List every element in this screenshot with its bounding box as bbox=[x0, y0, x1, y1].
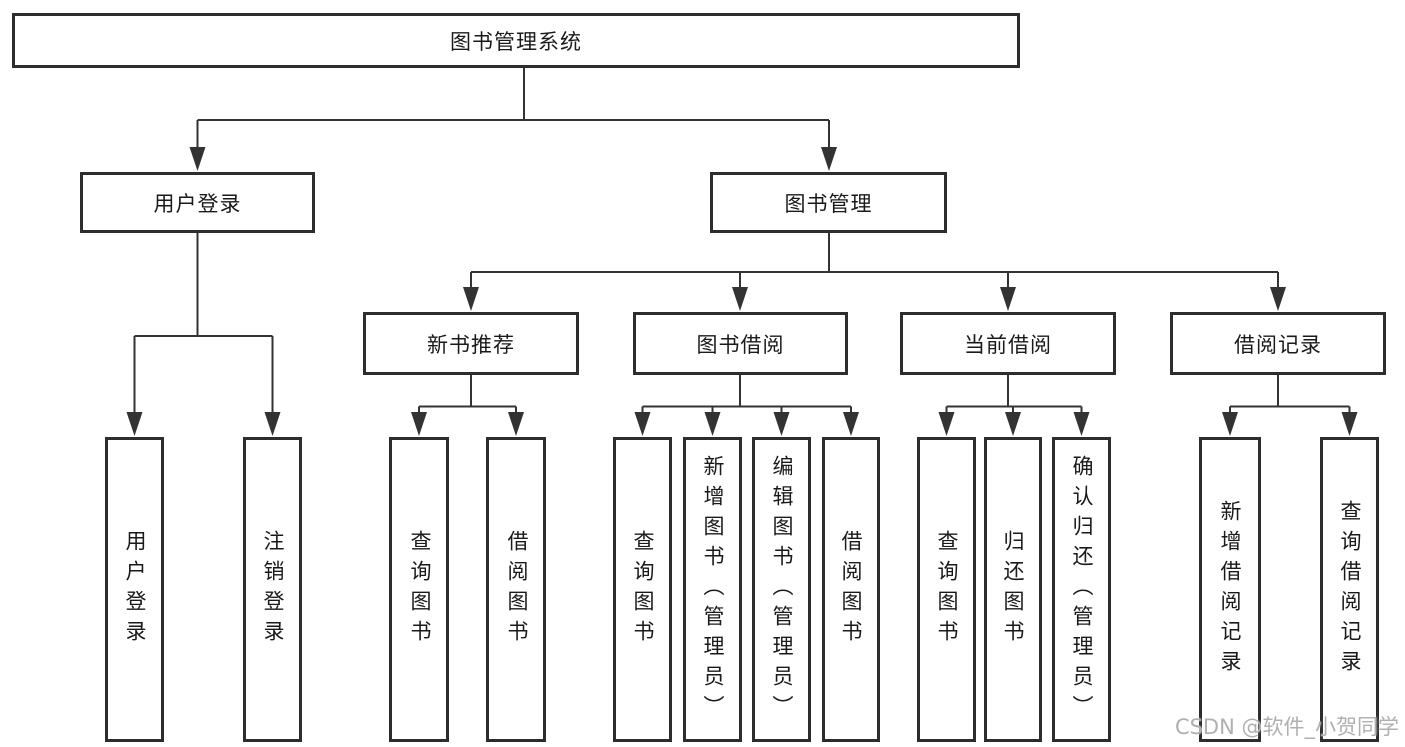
leaf-br-query-record: 查询借阅记录 bbox=[1320, 437, 1379, 742]
leaf-logout: 注销登录 bbox=[243, 437, 302, 742]
leaf-bb-borrow-books: 借阅图书 bbox=[822, 437, 880, 742]
leaf-br-add-record: 新增借阅记录 bbox=[1199, 437, 1261, 742]
leaf-bb-add-books-admin: 新增图书（管理员） bbox=[683, 437, 742, 742]
leaf-user-login: 用户登录 bbox=[105, 437, 164, 742]
arrowheads bbox=[126, 147, 1358, 436]
node-borrow-records: 借阅记录 bbox=[1170, 312, 1386, 375]
leaf-cb-confirm-return-admin: 确认归还（管理员） bbox=[1052, 437, 1111, 742]
watermark: CSDN @软件_小贺同学 bbox=[1174, 715, 1399, 739]
node-user-login: 用户登录 bbox=[80, 172, 315, 233]
leaf-cb-return-books: 归还图书 bbox=[984, 437, 1042, 742]
node-book-borrow: 图书借阅 bbox=[633, 312, 848, 375]
leaf-nbr-borrow-books: 借阅图书 bbox=[486, 437, 546, 742]
node-book-management: 图书管理 bbox=[710, 172, 947, 233]
node-new-book-recommend: 新书推荐 bbox=[363, 312, 579, 375]
leaf-bb-query-books: 查询图书 bbox=[613, 437, 672, 742]
leaf-bb-edit-books-admin: 编辑图书（管理员） bbox=[752, 437, 811, 742]
node-current-borrow: 当前借阅 bbox=[900, 312, 1116, 375]
leaf-nbr-query-books: 查询图书 bbox=[389, 437, 449, 742]
node-root: 图书管理系统 bbox=[12, 13, 1020, 68]
leaf-cb-query-books: 查询图书 bbox=[917, 437, 976, 742]
